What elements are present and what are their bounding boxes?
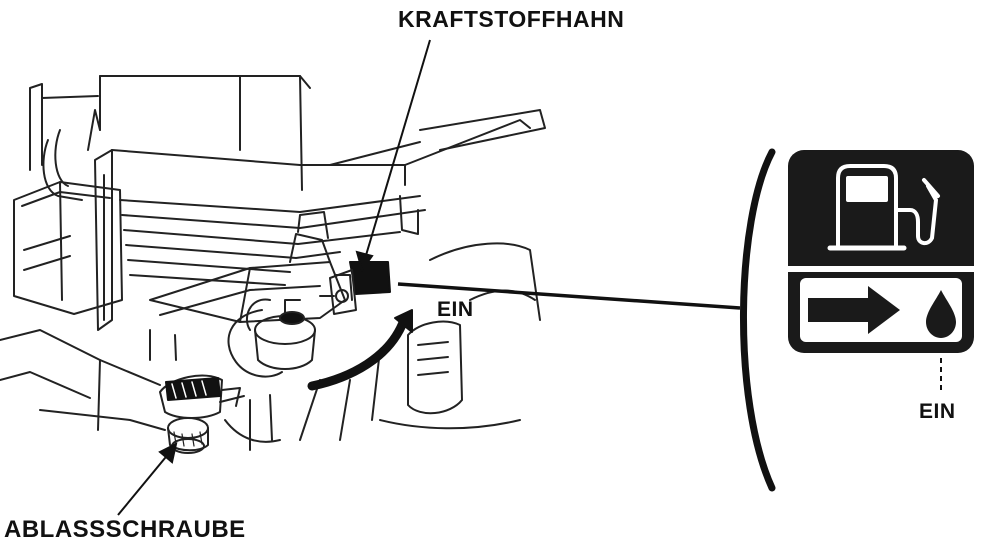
fuel-drop-icon (926, 290, 956, 338)
leader-lines (117, 39, 942, 516)
symbol-divider (788, 266, 974, 272)
engine-illustration (0, 75, 546, 454)
fuel-pump-icon (827, 164, 940, 251)
drain-screw-label: ABLASSSCHRAUBE (4, 516, 246, 543)
symbol-connector-line (397, 282, 741, 310)
fuel-valve-label: KRAFTSTOFFHAHN (398, 6, 625, 32)
arrow-right-icon (808, 286, 900, 334)
symbol-on-label: EIN (919, 400, 956, 423)
valve-on-label: EIN (437, 298, 474, 321)
drain-screw-leader-arrowhead (158, 442, 178, 464)
drain-screw-leader (117, 451, 171, 516)
fuel-valve-symbol (788, 150, 974, 353)
magnifier-bracket (740, 148, 776, 492)
fuel-valve-leader-arrowhead (355, 250, 374, 273)
fuel-valve-leader (363, 39, 431, 263)
